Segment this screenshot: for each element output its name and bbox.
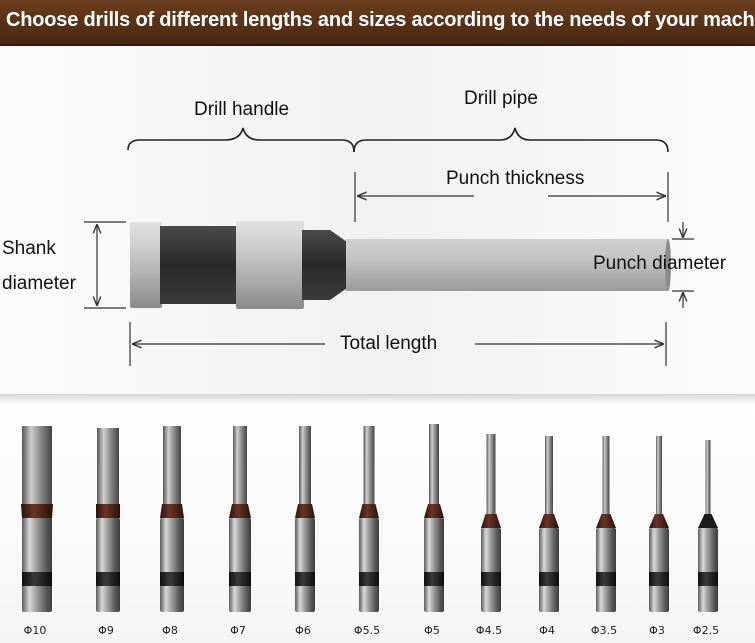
drill-collar <box>481 514 501 528</box>
drill-pipe <box>299 426 311 520</box>
label-drill-handle: Drill handle <box>194 99 290 120</box>
drill-bit <box>649 436 669 612</box>
drill-collar <box>160 504 184 518</box>
drill-bit <box>698 440 718 612</box>
drill-collar <box>424 504 444 518</box>
drill-pipe-brace <box>353 127 669 153</box>
drill-handle-brace <box>127 127 355 153</box>
drill-shank <box>698 528 718 612</box>
drill-bit <box>295 426 315 612</box>
shank-taper <box>302 230 350 300</box>
drill-collar <box>596 514 616 528</box>
drill-collar <box>21 504 53 518</box>
drill-pipe <box>602 436 610 530</box>
shank-mid-collar <box>236 221 304 309</box>
title-banner: Choose drills of different lengths and s… <box>0 0 755 46</box>
drill-bit <box>96 428 120 612</box>
drill-shank <box>649 528 669 612</box>
drill-band <box>698 572 718 586</box>
drill-band <box>596 572 616 586</box>
drill-size-label: Φ9 <box>98 624 114 637</box>
drill-shank <box>424 518 444 612</box>
drill-shank <box>96 518 120 612</box>
drill-band <box>22 572 52 586</box>
drill-band <box>96 572 120 586</box>
drill-bit <box>229 426 251 612</box>
drill-collar <box>698 514 718 528</box>
drill-shank <box>359 518 379 612</box>
drill-size-label: Φ2.5 <box>693 624 719 637</box>
drill-shank <box>481 528 501 612</box>
drill-pipe <box>233 426 247 520</box>
drill-shank <box>160 518 184 612</box>
drill-bits-graphic: Φ10 Φ9 Φ8 Φ7 Φ6 Φ5.5 Φ5 Φ4.5 Φ4 Φ3.5 Φ3 Φ2.5 <box>21 424 719 637</box>
label-punch-thickness: Punch thickness <box>446 168 585 189</box>
drill-shank <box>539 528 559 612</box>
drill-pipe <box>363 426 375 520</box>
drill-collar <box>359 504 379 518</box>
drill-pipe <box>656 436 662 530</box>
drill-size-label: Φ4 <box>539 624 555 637</box>
drill-size-label: Φ5 <box>424 624 440 637</box>
drill-bit <box>539 436 559 612</box>
drill-band <box>160 572 184 586</box>
drill-diagram: Drill handle Drill pipe Punch thickness … <box>0 46 755 394</box>
label-total-length: Total length <box>340 333 438 354</box>
drill-size-label: Φ10 <box>24 624 47 637</box>
drill-band <box>229 572 251 586</box>
banner-title: Choose drills of different lengths and s… <box>6 9 755 31</box>
drill-shank <box>229 518 251 612</box>
label-drill-pipe: Drill pipe <box>464 88 538 109</box>
drill-pipe <box>97 428 119 520</box>
drill-size-label: Φ6 <box>295 624 311 637</box>
drill-bit <box>21 426 53 612</box>
drill-pipe <box>163 426 181 520</box>
drill-shank <box>295 518 315 612</box>
drill-band <box>481 572 501 586</box>
drill-pipe <box>545 436 553 530</box>
drill-collar <box>649 514 669 528</box>
drill-diagram-graphic <box>84 127 694 366</box>
drill-pipe-body <box>346 239 668 291</box>
drill-collar <box>96 504 120 518</box>
drill-size-label: Φ5.5 <box>354 624 380 637</box>
drill-size-label: Φ4.5 <box>476 624 502 637</box>
section-divider <box>0 394 755 404</box>
label-shank: Shank <box>2 238 56 259</box>
drill-pipe <box>486 434 496 530</box>
drill-bit <box>481 434 501 612</box>
shank-end-cap <box>130 222 162 308</box>
drill-shank <box>596 528 616 612</box>
shank-dark-band <box>160 226 238 304</box>
drill-size-label: Φ3 <box>649 624 665 637</box>
drill-collar <box>539 514 559 528</box>
label-punch-diameter: Punch diameter <box>593 253 727 274</box>
drill-bit <box>424 424 444 612</box>
drill-band <box>424 572 444 586</box>
drill-band <box>539 572 559 586</box>
drill-shank <box>22 518 52 612</box>
label-shank-diameter: diameter <box>2 273 76 294</box>
drill-bit <box>160 426 184 612</box>
drill-pipe <box>429 424 439 520</box>
drill-bit <box>359 426 379 612</box>
drill-bits-photo: Φ10 Φ9 Φ8 Φ7 Φ6 Φ5.5 Φ5 Φ4.5 Φ4 Φ3.5 Φ3 Φ2.5 <box>0 404 755 643</box>
drill-size-label: Φ8 <box>162 624 178 637</box>
drill-bit <box>596 436 616 612</box>
drill-band <box>649 572 669 586</box>
drill-size-label: Φ3.5 <box>591 624 617 637</box>
drill-band <box>359 572 379 586</box>
drill-size-label: Φ7 <box>230 624 246 637</box>
drill-collar <box>229 504 251 518</box>
drill-pipe <box>705 440 711 530</box>
drill-collar <box>295 504 315 518</box>
drill-band <box>295 572 315 586</box>
